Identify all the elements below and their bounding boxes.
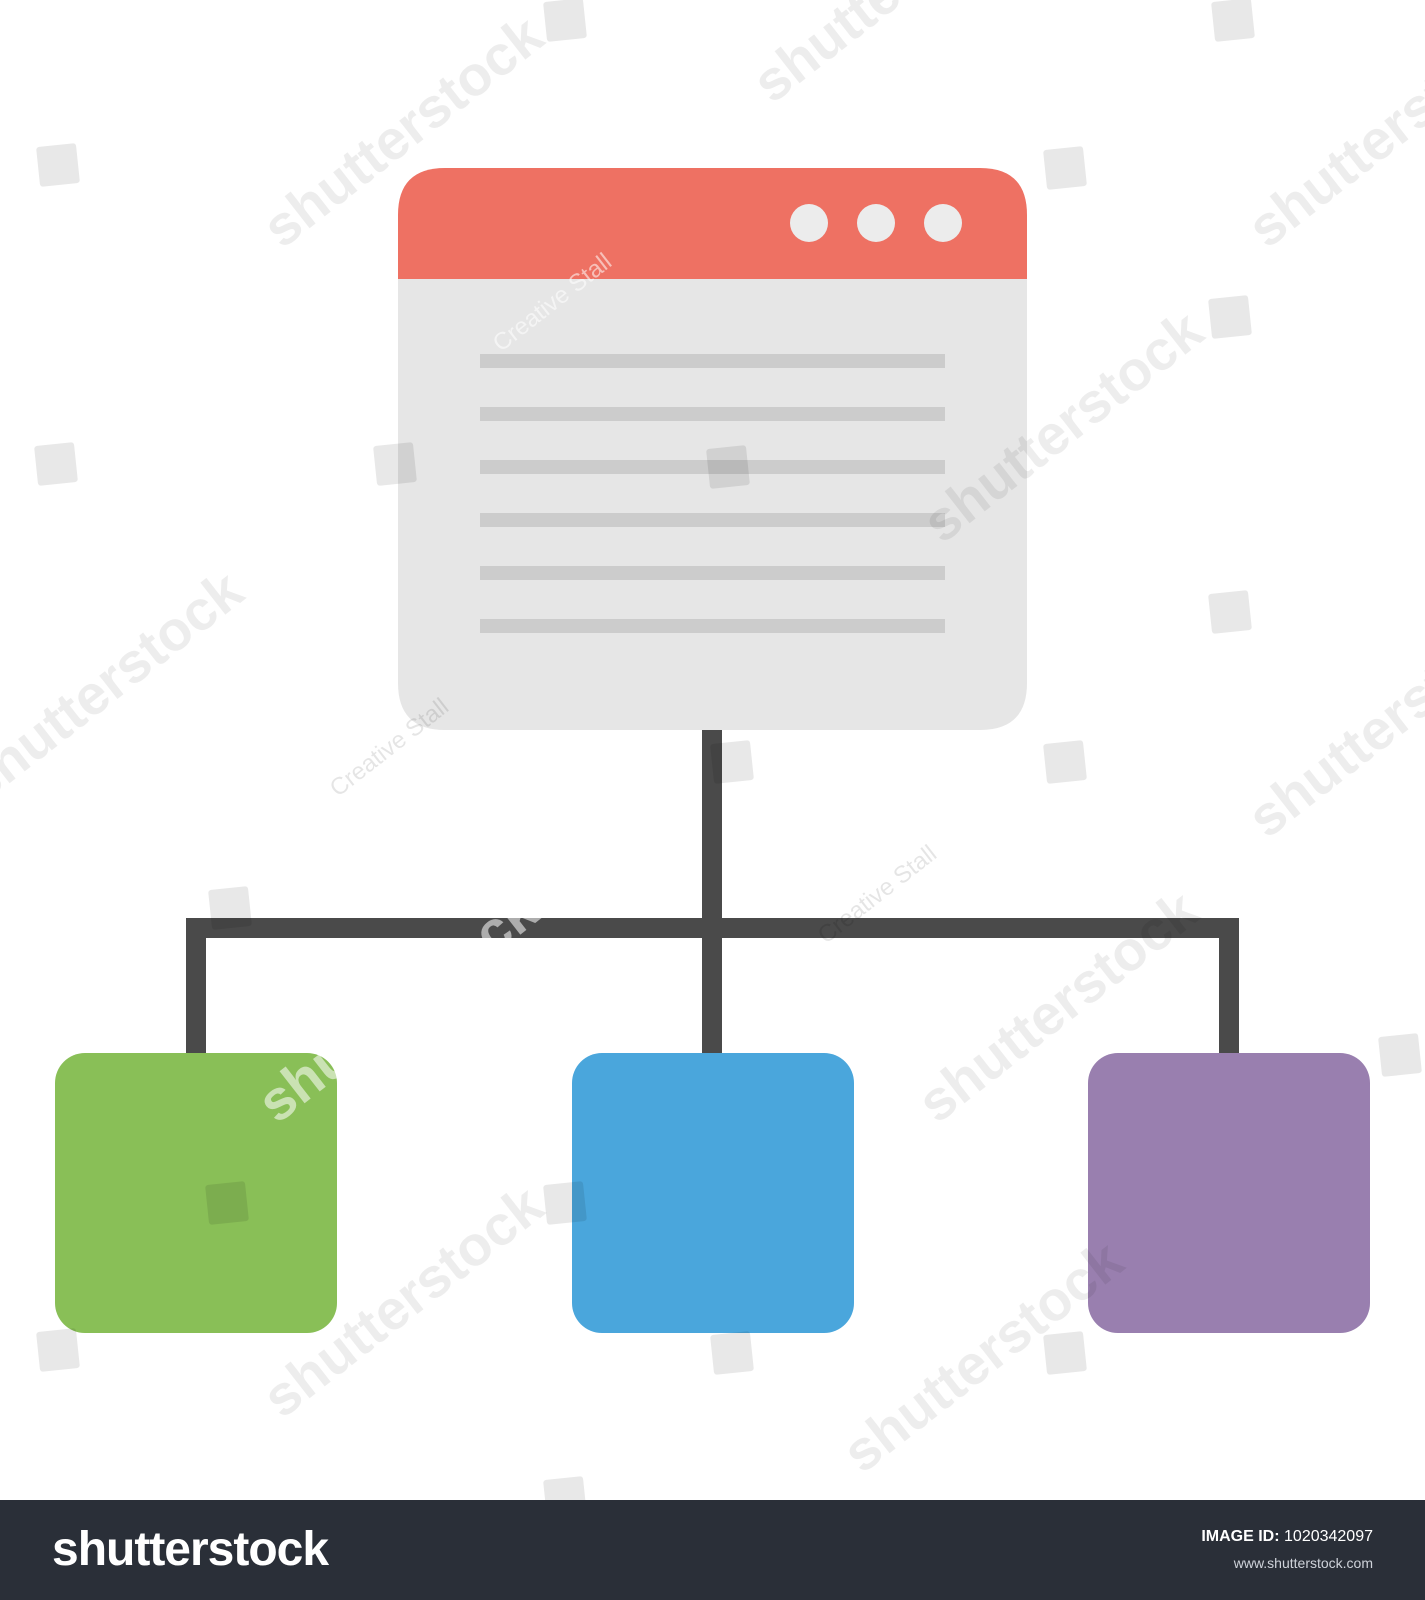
window-dot-icon: [790, 204, 828, 242]
text-line: [480, 619, 945, 633]
text-line: [480, 354, 945, 368]
child-box-green: [55, 1053, 337, 1333]
window-body: [398, 279, 1027, 730]
connector-lines: [186, 730, 1239, 1055]
image-id: IMAGE ID: 1020342097: [1201, 1528, 1373, 1546]
branch-line: [186, 918, 1239, 1055]
text-line: [480, 407, 945, 421]
child-box-blue: [572, 1053, 854, 1333]
window-dot-icon: [857, 204, 895, 242]
shutterstock-logo: shutterstock: [52, 1523, 329, 1576]
stock-footer-bar: shutterstock IMAGE ID: 1020342097 www.sh…: [0, 1500, 1425, 1600]
window-text-lines: [480, 354, 945, 633]
diagram-canvas: shutterstock shutterstock shutterstock s…: [0, 0, 1425, 1520]
image-id-value: 1020342097: [1284, 1528, 1373, 1545]
child-box-purple: [1088, 1053, 1370, 1333]
root-browser-window: [398, 168, 1027, 730]
text-line: [480, 566, 945, 580]
text-line: [480, 513, 945, 527]
window-header: [398, 168, 1027, 279]
window-dot-icon: [924, 204, 962, 242]
hierarchy-diagram: [55, 168, 1370, 1333]
image-id-label: IMAGE ID:: [1201, 1528, 1280, 1545]
text-line: [480, 460, 945, 474]
footer-url: www.shutterstock.com: [1233, 1555, 1373, 1571]
